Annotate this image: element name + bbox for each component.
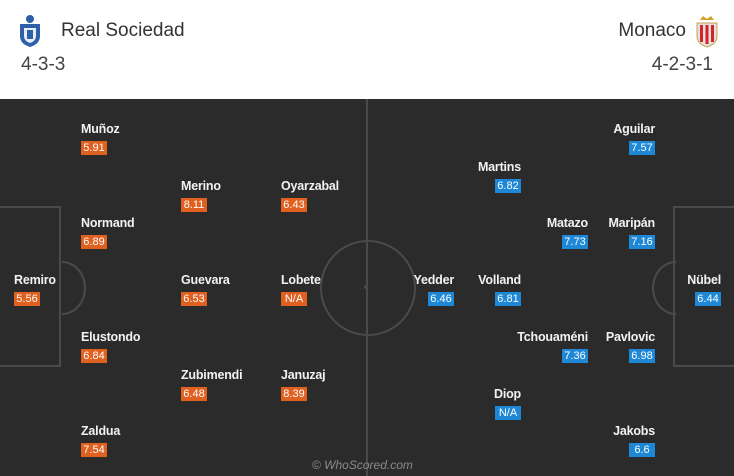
home-player[interactable]: Lobete N/A: [281, 273, 321, 307]
center-spot: [364, 285, 368, 289]
player-name: Oyarzabal: [281, 179, 339, 193]
player-name: Lobete: [281, 273, 321, 287]
player-rating: 8.39: [281, 387, 307, 401]
away-player[interactable]: Pavlovic 6.98: [606, 330, 655, 364]
away-player[interactable]: Martins 6.82: [478, 160, 521, 194]
center-circle: [320, 240, 416, 336]
player-rating: N/A: [495, 406, 521, 420]
player-rating: 6.46: [428, 292, 454, 306]
left-box-top: [0, 206, 60, 208]
player-name: Zaldua: [81, 424, 121, 438]
player-rating: 6.44: [695, 292, 721, 306]
player-name: Januzaj: [281, 368, 326, 382]
away-player[interactable]: Maripán 7.16: [608, 216, 655, 250]
away-player[interactable]: Matazo 7.73: [547, 216, 588, 250]
player-name: Volland: [478, 273, 521, 287]
player-rating: 6.53: [181, 292, 207, 306]
player-rating: 7.54: [81, 443, 107, 457]
right-box-bottom: [674, 365, 734, 367]
player-rating: 6.48: [181, 387, 207, 401]
player-rating: 6.84: [81, 349, 107, 363]
player-rating: 6.43: [281, 198, 307, 212]
player-rating: 8.11: [181, 198, 207, 212]
player-name: Matazo: [546, 216, 588, 230]
player-name: Elustondo: [81, 330, 141, 344]
away-formation: 4-2-3-1: [651, 54, 713, 75]
player-name: Tchouaméni: [517, 330, 588, 344]
player-rating: 7.36: [562, 349, 588, 363]
player-name: Zubimendi: [181, 368, 243, 382]
player-rating: 6.81: [495, 292, 521, 306]
home-player[interactable]: Normand 6.89: [81, 216, 135, 250]
right-box-top: [674, 206, 734, 208]
home-player[interactable]: Zubimendi 6.48: [181, 368, 243, 402]
player-name: Merino: [181, 179, 221, 193]
player-name: Normand: [81, 216, 135, 230]
player-rating: 6.98: [629, 349, 655, 363]
player-name: Pavlovic: [605, 330, 655, 344]
player-name: Nübel: [687, 273, 721, 287]
player-rating: 7.57: [629, 141, 655, 155]
home-player[interactable]: Elustondo 6.84: [81, 330, 141, 364]
player-name: Diop: [494, 387, 521, 401]
player-rating: 5.56: [14, 292, 40, 306]
player-name: Maripán: [608, 216, 655, 230]
monaco-crest-icon: [694, 14, 720, 53]
home-player[interactable]: Zaldua 7.54: [81, 424, 120, 458]
player-rating: 7.16: [629, 235, 655, 249]
home-player[interactable]: Januzaj 8.39: [281, 368, 326, 402]
home-player[interactable]: Oyarzabal 6.43: [281, 179, 339, 213]
match-header: Real Sociedad 4-3-3 Monaco 4-2-3-1: [0, 0, 734, 96]
player-name: Aguilar: [613, 122, 655, 136]
home-team-name: Real Sociedad: [61, 20, 185, 41]
home-player[interactable]: Guevara 6.53: [181, 273, 230, 307]
away-player[interactable]: Nübel 6.44: [687, 273, 721, 307]
home-formation: 4-3-3: [21, 54, 66, 75]
player-rating: 6.89: [81, 235, 107, 249]
player-name: Martins: [477, 160, 521, 174]
player-name: Muñoz: [81, 122, 120, 136]
player-name: Yedder: [413, 273, 455, 287]
player-rating: 6.82: [495, 179, 521, 193]
away-player[interactable]: Aguilar 7.57: [613, 122, 655, 156]
home-player[interactable]: Muñoz 5.91: [81, 122, 120, 156]
away-player[interactable]: Diop N/A: [494, 387, 521, 421]
player-rating: 6.6: [629, 443, 655, 457]
pitch: [0, 99, 734, 476]
left-box-side: [59, 206, 61, 367]
home-player[interactable]: Merino 8.11: [181, 179, 221, 213]
player-name: Remiro: [14, 273, 56, 287]
player-rating: N/A: [281, 292, 307, 306]
away-player[interactable]: Tchouaméni 7.36: [517, 330, 588, 364]
away-team-name: Monaco: [618, 20, 686, 41]
away-player[interactable]: Volland 6.81: [478, 273, 521, 307]
real-sociedad-crest-icon: [15, 14, 45, 53]
left-box-bottom: [0, 365, 60, 367]
home-player[interactable]: Remiro 5.56: [14, 273, 56, 307]
away-player[interactable]: Jakobs 6.6: [613, 424, 655, 458]
player-name: Guevara: [181, 273, 230, 287]
player-name: Jakobs: [613, 424, 655, 438]
player-rating: 5.91: [81, 141, 107, 155]
watermark: © WhoScored.com: [312, 458, 413, 472]
player-rating: 7.73: [562, 235, 588, 249]
away-player[interactable]: Yedder 6.46: [413, 273, 455, 307]
